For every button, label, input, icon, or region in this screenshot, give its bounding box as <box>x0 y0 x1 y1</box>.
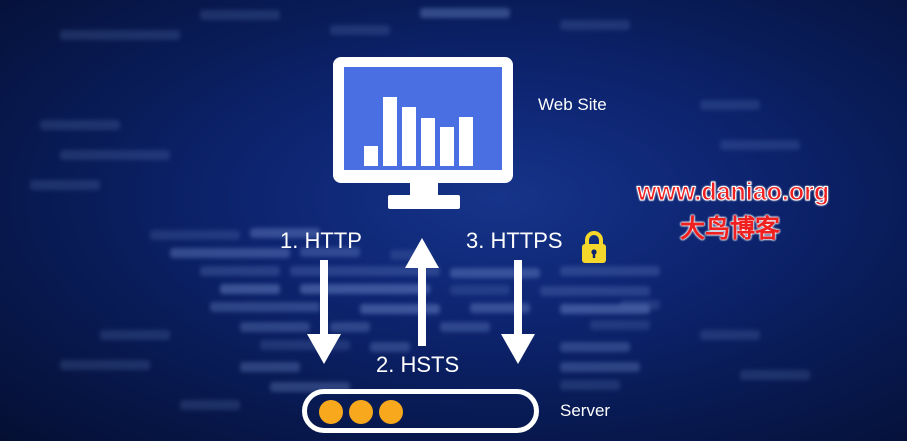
monitor-bar <box>364 146 378 166</box>
code-line <box>60 30 180 40</box>
code-line <box>620 300 660 310</box>
code-line <box>60 150 170 160</box>
code-line <box>200 266 280 276</box>
code-line <box>540 286 650 296</box>
monitor-icon <box>333 57 513 183</box>
step-http-label: 1. HTTP <box>280 228 362 253</box>
code-line <box>240 322 310 332</box>
code-line <box>100 330 170 340</box>
code-line <box>360 304 440 314</box>
server-icon <box>302 389 539 433</box>
code-line <box>560 380 620 390</box>
code-line <box>450 285 510 295</box>
watermark-name: 大鸟博客 <box>680 215 781 243</box>
monitor-bar <box>459 117 473 166</box>
monitor-bar <box>440 127 454 166</box>
code-line <box>560 342 630 352</box>
code-line <box>560 304 650 314</box>
code-line <box>370 342 410 352</box>
website-label: Web Site <box>538 95 607 114</box>
server-light <box>319 400 343 424</box>
monitor-stand-base <box>388 195 460 209</box>
code-line <box>700 100 760 110</box>
code-line <box>420 8 510 18</box>
code-line <box>300 284 430 294</box>
code-line <box>150 230 240 240</box>
code-line <box>60 360 150 370</box>
code-line <box>200 10 280 20</box>
monitor-stand-neck <box>410 183 438 195</box>
code-line <box>560 20 630 30</box>
code-line <box>330 322 370 332</box>
monitor-screen <box>344 67 502 170</box>
code-line <box>560 362 640 372</box>
code-line <box>330 25 390 35</box>
code-line <box>740 370 810 380</box>
code-line <box>440 322 490 332</box>
code-line <box>290 266 440 276</box>
code-line <box>260 340 350 350</box>
code-line <box>300 247 360 257</box>
code-line <box>270 382 350 392</box>
monitor-bar <box>421 118 435 166</box>
code-line <box>180 400 240 410</box>
lock-icon <box>582 231 606 263</box>
monitor-bar <box>402 107 416 166</box>
code-line <box>590 320 650 330</box>
code-line <box>210 302 320 312</box>
code-line <box>720 140 800 150</box>
code-line <box>170 248 290 258</box>
step-hsts-label: 2. HSTS <box>376 352 460 377</box>
code-line <box>560 266 660 276</box>
server-label: Server <box>560 401 611 420</box>
code-line <box>450 268 540 278</box>
step-https-label: 3. HTTPS <box>466 228 563 253</box>
monitor-bar <box>383 97 397 166</box>
code-line <box>250 228 320 238</box>
code-line <box>40 120 120 130</box>
code-line <box>240 362 300 372</box>
server-light <box>379 400 403 424</box>
watermark-url: www.daniao.org <box>636 178 830 207</box>
code-line <box>220 284 280 294</box>
server-light <box>349 400 373 424</box>
code-line <box>700 330 760 340</box>
code-line <box>30 180 100 190</box>
code-line <box>470 303 530 313</box>
